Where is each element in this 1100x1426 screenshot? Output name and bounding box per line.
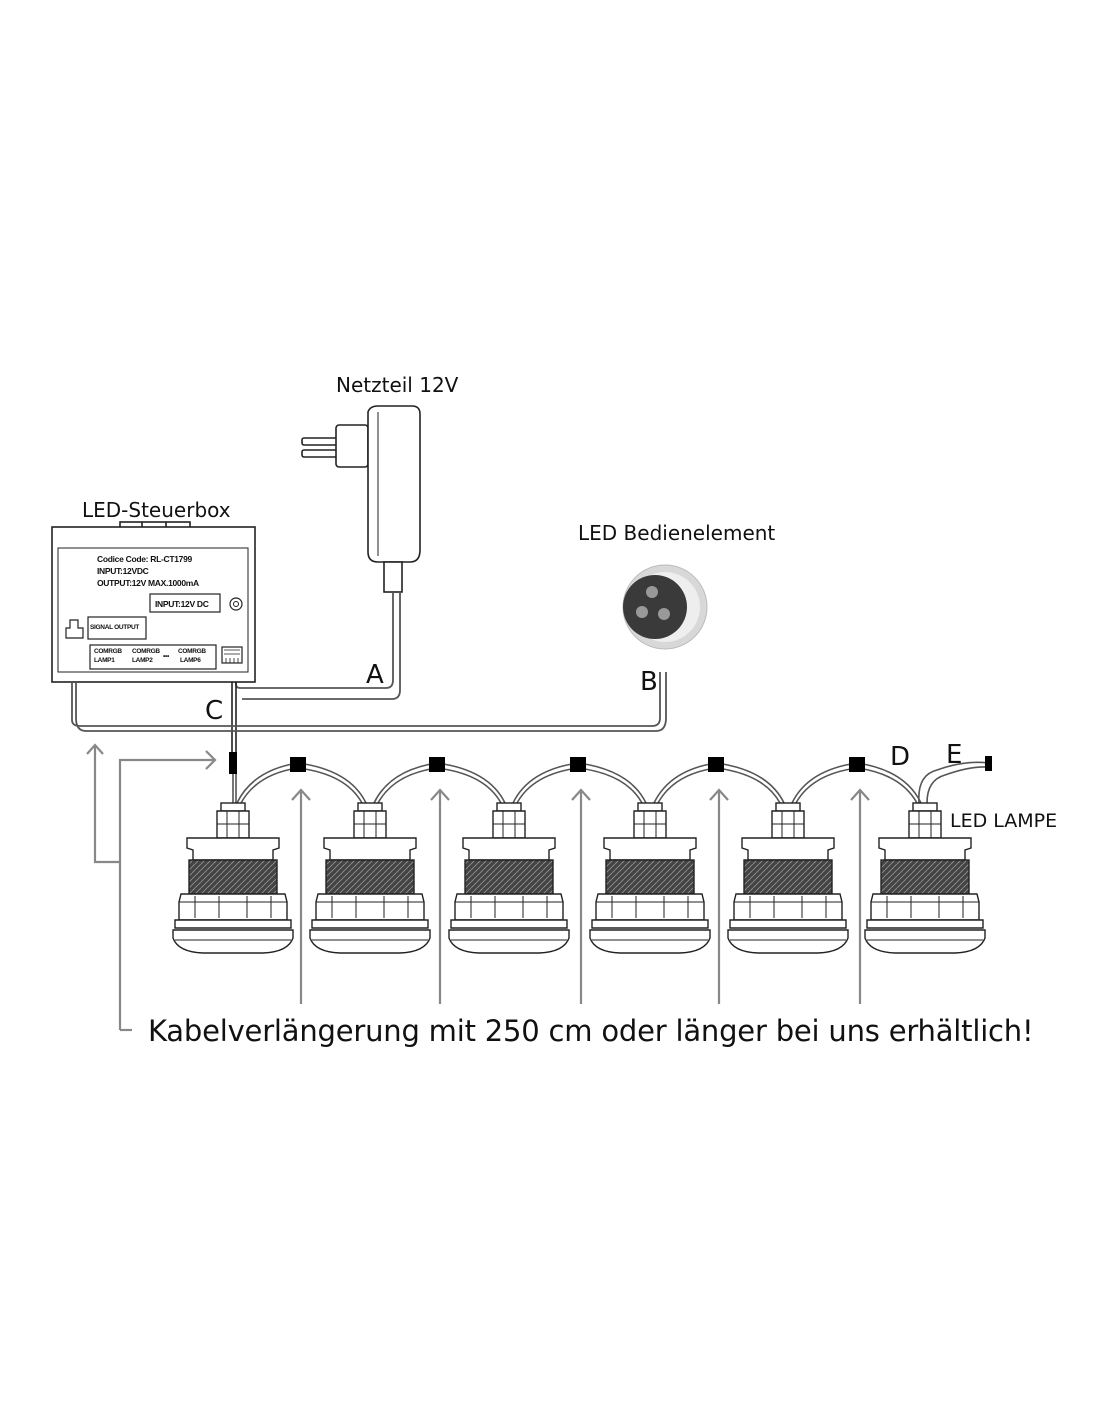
lamp-top-cap (741, 837, 835, 861)
plug-pin-1 (301, 437, 339, 446)
signal-port-icon (65, 619, 84, 639)
lamp-front-ring (727, 929, 849, 954)
lamp-base (866, 919, 984, 929)
power-supply-label: Netzteil 12V (336, 373, 459, 397)
lamp-front-ring (309, 929, 431, 954)
connector-2 (429, 757, 445, 772)
connectors (229, 752, 992, 774)
lamp-thread (464, 859, 554, 895)
box-port6-top: COMRGB (178, 648, 206, 655)
lamp-top-cap (603, 837, 697, 861)
cable-from-connector-2 (436, 762, 506, 804)
marker-c: C (205, 696, 224, 726)
connector-c (229, 752, 237, 774)
cable-from-connector-1 (297, 762, 367, 804)
input-dc-frame (149, 593, 221, 613)
led-lamp-6 (864, 802, 986, 954)
marker-a: A (366, 660, 384, 690)
marker-d: D (890, 742, 911, 772)
cable-strain-relief (383, 561, 403, 593)
lamp-thread (605, 859, 695, 895)
lamp-cable-gland (912, 802, 938, 812)
lamp-base (311, 919, 429, 929)
lamp-base (591, 919, 709, 929)
signal-output-frame (87, 616, 147, 640)
connector-e (985, 756, 992, 771)
lamp-front-ring (589, 929, 711, 954)
box-code: Codice Code: RL-CT1799 (97, 554, 192, 564)
lamp-cable-gland (220, 802, 246, 812)
box-output: OUTPUT:12V MAX.1000mA (97, 578, 199, 588)
power-supply (301, 405, 421, 593)
box-port-ellipsis: ••• (163, 653, 169, 660)
cable-from-connector-5 (856, 762, 922, 804)
led-lamp-label: LED LAMPE (950, 810, 1058, 832)
extension-arrows (291, 788, 870, 1004)
lamp-thread (325, 859, 415, 895)
lamp-thread (880, 859, 970, 895)
chain-cables (232, 755, 989, 804)
lamps (172, 802, 986, 954)
cable-from-connector-3 (577, 762, 647, 804)
led-lamp-1 (172, 802, 294, 954)
lamp-base (729, 919, 847, 929)
lamp-thread (743, 859, 833, 895)
extension-note: Kabelverlängerung mit 250 cm oder länger… (148, 1014, 1034, 1048)
box-input: INPUT:12VDC (97, 566, 149, 576)
lamp-front-ring (172, 929, 294, 954)
box-port1-top: COMRGB (94, 648, 122, 655)
button-face (623, 575, 687, 639)
box-signal-output: SIGNAL OUTPUT (90, 624, 140, 631)
connector-3 (570, 757, 586, 772)
control-button (622, 564, 708, 650)
lamp-top-cap (323, 837, 417, 861)
control-element-label: LED Bedienelement (578, 521, 776, 545)
box-port2-bottom: LAMP2 (132, 657, 153, 664)
led-lamp-5 (727, 802, 849, 954)
lamp-cable-gland (637, 802, 663, 812)
box-port2-top: COMRGB (132, 648, 160, 655)
lamp-top-cap (878, 837, 972, 861)
control-box (51, 521, 256, 755)
connector-5 (849, 757, 865, 772)
cable-d-e (918, 761, 989, 804)
cable-to-connector-5 (791, 762, 858, 804)
lamp-base (450, 919, 568, 929)
led-lamp-3 (448, 802, 570, 954)
marker-e: E (946, 740, 963, 770)
lamp-top-cap (462, 837, 556, 861)
cable-to-connector-3 (512, 762, 579, 804)
connector-1 (290, 757, 306, 772)
plug-body (335, 424, 369, 468)
connector-4 (708, 757, 724, 772)
lamp-thread (188, 859, 278, 895)
cable-from-connector-4 (715, 762, 785, 804)
cable-to-connector-2 (373, 762, 438, 804)
cable-to-connector-1 (236, 762, 299, 804)
marker-b: B (640, 667, 658, 697)
lamp-cable-gland (775, 802, 801, 812)
lamp-ports-frame (89, 644, 217, 670)
rj-port-icon (221, 646, 243, 664)
led-lamp-4 (589, 802, 711, 954)
cable-to-connector-4 (653, 762, 717, 804)
lamp-front-ring (448, 929, 570, 954)
extension-bracket (86, 743, 217, 1032)
lamp-base (174, 919, 292, 929)
box-port1-bottom: LAMP1 (94, 657, 115, 664)
led-lamp-2 (309, 802, 431, 954)
adapter-body (367, 405, 421, 563)
plug-pin-2 (301, 449, 339, 458)
lamp-top-cap (186, 837, 280, 861)
lamp-cable-gland (357, 802, 383, 812)
box-input-dc: INPUT:12V DC (155, 599, 209, 609)
cable-b (71, 672, 667, 732)
lamp-front-ring (864, 929, 986, 954)
box-port6-bottom: LAMP6 (180, 657, 201, 664)
lamp-cable-gland (496, 802, 522, 812)
control-box-label: LED-Steuerbox (82, 498, 231, 522)
